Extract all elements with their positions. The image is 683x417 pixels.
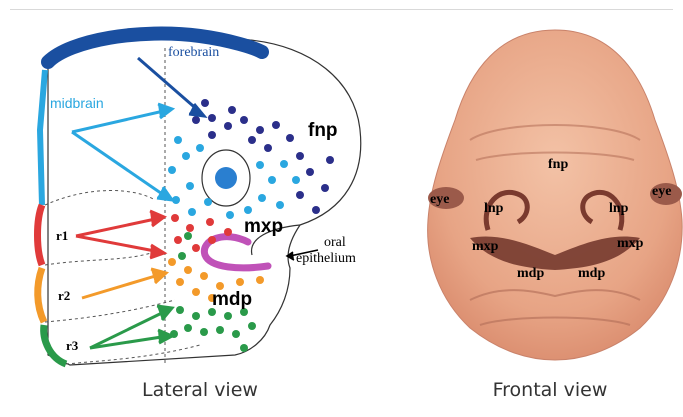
frontal-lnp-right-label: lnp [609,201,629,216]
frontal-eye-left-label: eye [430,192,449,207]
lateral-view-diagram: forebrain midbrain fnp mxp mdp oral epit… [38,34,361,365]
lateral-view-caption: Lateral view [90,379,310,401]
midbrain-label: midbrain [50,95,104,111]
oral-label: oral [324,235,346,250]
midbrain-region [40,70,45,205]
frontal-eye-right-label: eye [652,184,671,199]
mxp-green-dots [178,232,192,260]
frontal-mxp-right-label: mxp [617,236,644,251]
eye-lens [215,167,237,189]
r1-label: r1 [56,228,68,243]
frontal-mdp-right-label: mdp [578,266,605,281]
fnp-label: fnp [308,120,338,141]
frontal-head [428,30,683,360]
frontal-fnp-label: fnp [548,157,568,172]
r1-segment [38,205,43,265]
forebrain-label: forebrain [168,45,219,60]
epithelium-label: epithelium [296,251,356,266]
frontal-view-illustration: fnp eye eye lnp lnp mxp mxp mdp mdp [428,30,683,360]
r1-dots [171,214,232,252]
forebrain-region [48,34,262,62]
r3-dots [170,306,256,352]
frontal-mdp-left-label: mdp [517,266,544,281]
r3-segment [44,325,66,364]
frontal-lnp-left-label: lnp [484,201,504,216]
frontal-mxp-left-label: mxp [472,239,499,254]
r2-segment [38,268,44,322]
mdp-label: mdp [212,289,252,310]
mxp-label: mxp [244,216,283,237]
r2-label: r2 [58,288,70,303]
frontal-view-caption: Frontal view [440,379,660,401]
r3-label: r3 [66,338,79,353]
